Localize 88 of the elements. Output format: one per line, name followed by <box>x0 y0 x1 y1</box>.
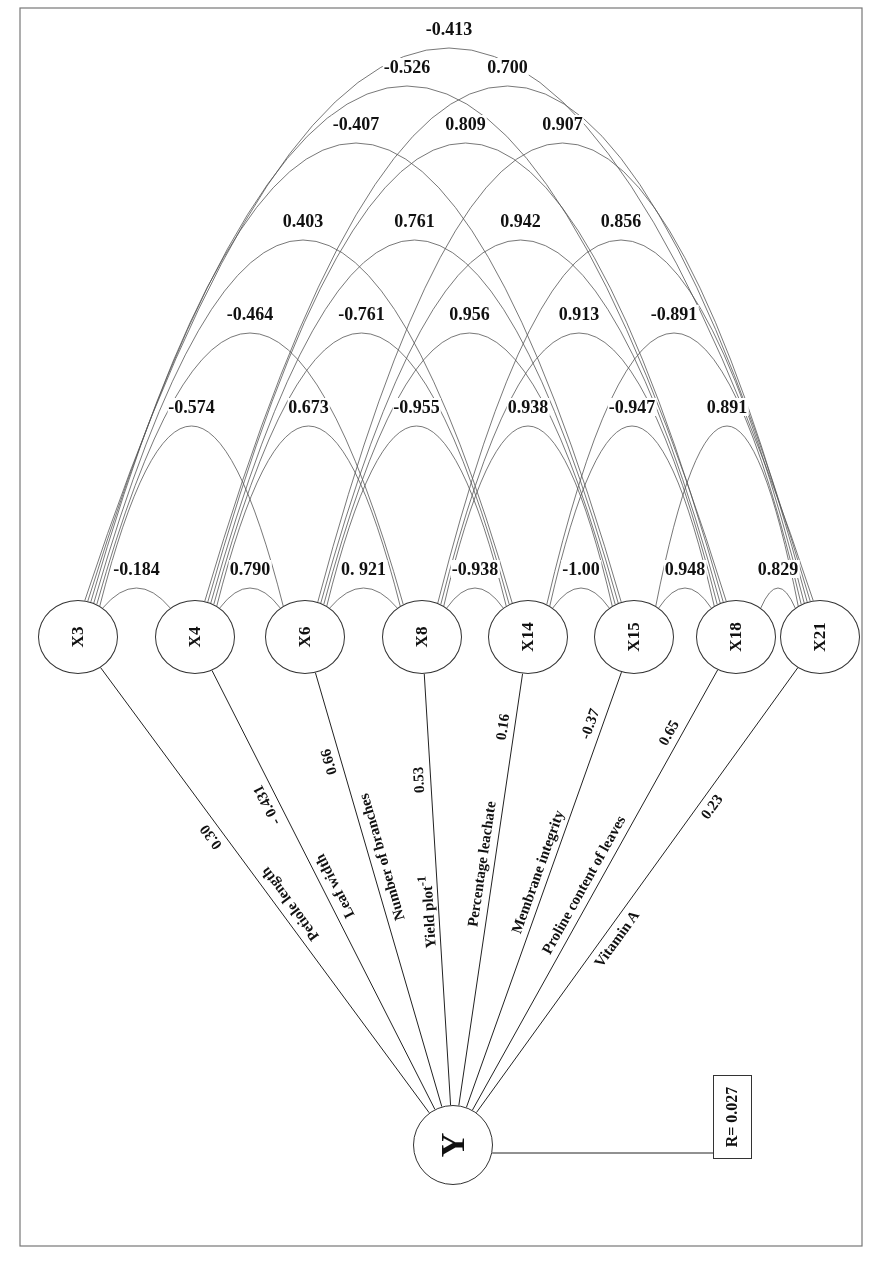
edge-label: 0.829 <box>756 560 800 578</box>
correlation-arc <box>443 425 613 607</box>
edge-label: 0.891 <box>705 398 749 416</box>
edge-label: -0.184 <box>112 560 161 578</box>
correlation-arc <box>326 425 507 607</box>
edge-label: 0.761 <box>393 212 436 230</box>
correlation-arc <box>96 332 404 605</box>
correlation-arc <box>204 85 811 602</box>
node-label: X3 <box>68 626 88 648</box>
edge-label: 0.65 <box>655 717 682 748</box>
edge-label: 0.700 <box>486 58 529 76</box>
edge-label: 0.66 <box>318 747 340 777</box>
correlation-arc <box>655 425 799 607</box>
node-label: X15 <box>624 622 644 652</box>
result-box <box>713 1075 752 1159</box>
correlation-arc <box>90 142 622 603</box>
edge-label: -0.413 <box>424 20 474 38</box>
edge-label: -0.955 <box>392 398 441 416</box>
edge-label: 0.23 <box>698 791 727 822</box>
variable-name: Percentage leachate <box>465 800 500 928</box>
correlation-arc <box>552 587 610 609</box>
edge-label: -1.00 <box>561 560 601 578</box>
edge-label: -0.938 <box>450 560 500 578</box>
edge-label: 0. 921 <box>340 560 387 578</box>
correlation-arc <box>446 587 504 609</box>
edge-label: 0.856 <box>599 212 643 230</box>
path-line <box>314 672 443 1108</box>
node-label: Y <box>434 1132 472 1158</box>
node-label: X6 <box>295 626 315 648</box>
correlation-arc <box>87 85 727 602</box>
path-line <box>491 1152 714 1154</box>
correlation-arc <box>210 239 619 604</box>
correlation-arc <box>207 142 724 603</box>
node-label: X21 <box>810 622 830 652</box>
edge-label: 0.907 <box>541 115 584 133</box>
edge-label: 0.16 <box>493 712 512 741</box>
correlation-arc <box>658 587 712 609</box>
edge-label: 0.938 <box>506 398 550 416</box>
edge-label: -0.464 <box>225 305 275 323</box>
correlation-arc <box>760 587 796 609</box>
correlation-arc <box>317 142 808 603</box>
edge-label: 0.956 <box>448 305 491 323</box>
edge-label: 0.942 <box>499 212 542 230</box>
edge-label: -0.891 <box>649 305 699 323</box>
path-line <box>100 667 430 1114</box>
edge-label: -0.37 <box>577 707 603 742</box>
correlation-arc <box>102 587 171 609</box>
edge-label: -0.407 <box>331 115 381 133</box>
correlation-arc <box>213 332 510 605</box>
variable-name: Leaf width <box>312 851 358 920</box>
path-line <box>423 673 452 1106</box>
correlation-arc <box>546 332 802 605</box>
edge-label: -0.574 <box>167 398 216 416</box>
correlation-arc <box>323 332 616 605</box>
edge-label: - 0.431 <box>250 782 284 828</box>
edge-label: 0.809 <box>444 115 487 133</box>
correlation-arc <box>219 587 281 609</box>
edge-label: 0.53 <box>410 766 427 794</box>
variable-ellipse <box>780 600 860 674</box>
path-line <box>211 670 436 1110</box>
node-label: X18 <box>726 622 746 652</box>
edge-label: 0.913 <box>557 305 601 323</box>
edge-label: 0.948 <box>663 560 707 578</box>
node-label: X4 <box>185 626 205 648</box>
edge-label: -0.526 <box>382 58 432 76</box>
node-label: R= 0.027 <box>723 1086 742 1148</box>
correlation-arc <box>440 332 718 605</box>
edge-label: 0.30 <box>197 822 225 853</box>
correlation-arc <box>329 587 398 609</box>
edge-label: -0.947 <box>607 398 657 416</box>
correlation-arc <box>93 239 513 604</box>
node-label: X14 <box>518 622 538 652</box>
correlation-arc <box>320 239 721 604</box>
path-line <box>458 673 524 1106</box>
edge-label: 0.790 <box>228 560 272 578</box>
correlation-arc <box>549 425 715 607</box>
node-label: X8 <box>412 626 432 648</box>
path-line <box>465 671 622 1108</box>
path-line <box>475 667 799 1114</box>
correlation-arc <box>99 425 284 607</box>
edge-label: -0.761 <box>337 305 386 323</box>
correlation-arc <box>216 425 401 607</box>
correlation-arc <box>437 239 805 604</box>
edge-label: 0.403 <box>281 212 325 230</box>
variable-name: Number of branches <box>356 792 408 923</box>
edge-label: 0.673 <box>287 398 330 416</box>
path-line <box>471 669 719 1111</box>
correlation-arc <box>84 47 814 601</box>
